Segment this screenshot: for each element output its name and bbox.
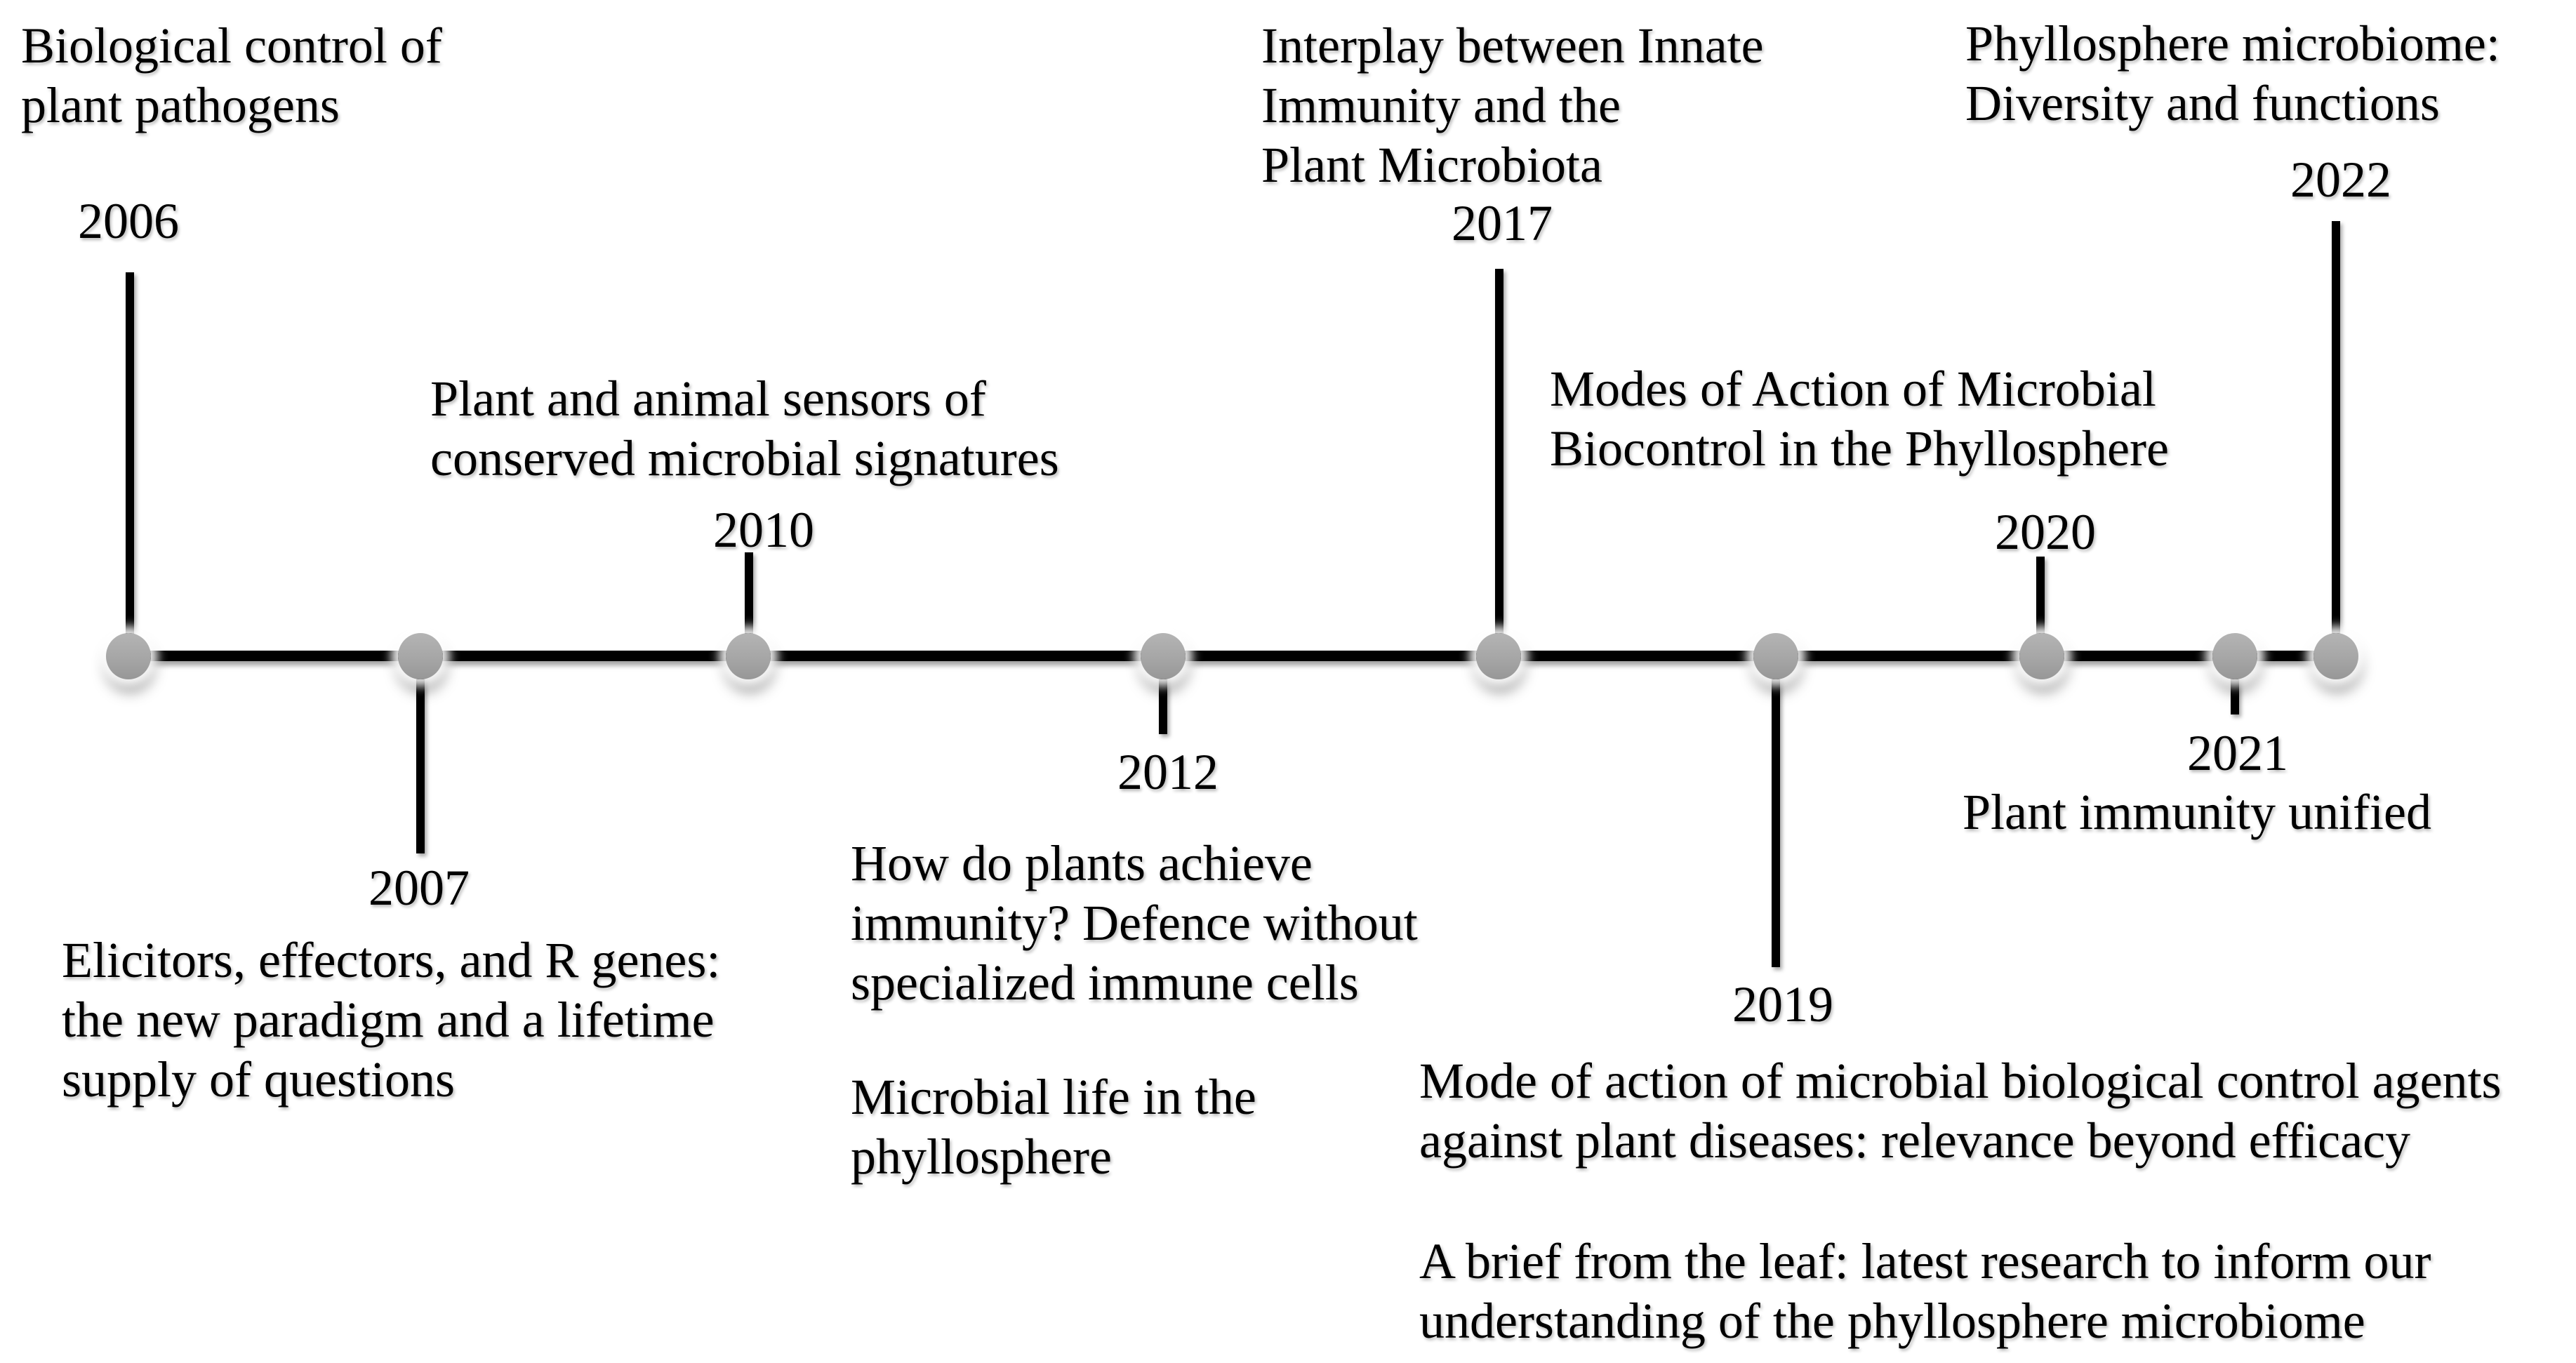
timeline-dot-2021	[2212, 633, 2257, 679]
timeline-connector-2010	[745, 552, 753, 660]
year-label-2012: 2012	[1117, 744, 1219, 800]
timeline-connector-2006	[126, 272, 134, 660]
event-title-2019: Mode of action of microbial biological c…	[1419, 1053, 2502, 1169]
timeline-dot-2020	[2019, 633, 2064, 679]
year-label-2006: 2006	[78, 193, 179, 249]
year-label-2021: 2021	[2187, 725, 2288, 781]
timeline-connector-2022	[2332, 221, 2340, 660]
timeline-dot-2017	[1476, 633, 1521, 679]
event-title-2020: Modes of Action of Microbial Biocontrol …	[1550, 361, 2169, 477]
event-title-2012: How do plants achieve immunity? Defence …	[851, 835, 1418, 1011]
timeline-dot-2012	[1141, 633, 1186, 679]
event-title-2019-secondary: A brief from the leaf: latest research t…	[1419, 1233, 2431, 1349]
timeline-dot-2006	[106, 633, 151, 679]
timeline-connector-2007	[416, 656, 425, 853]
event-title-2010: Plant and animal sensors of conserved mi…	[430, 371, 1059, 486]
year-label-2017: 2017	[1452, 195, 1553, 251]
event-title-2017: Interplay between Innate Immunity and th…	[1261, 18, 1764, 193]
event-title-2021: Plant immunity unified	[1963, 784, 2431, 840]
event-title-2012-secondary: Microbial life in the phyllosphere	[851, 1069, 1256, 1185]
timeline-connector-2019	[1772, 656, 1780, 967]
timeline-axis	[128, 651, 2337, 661]
year-label-2020: 2020	[1995, 504, 2096, 560]
year-label-2022: 2022	[2290, 152, 2391, 208]
timeline-dot-2007	[398, 633, 443, 679]
timeline-connector-2017	[1495, 269, 1503, 660]
event-title-2022: Phyllosphere microbiome: Diversity and f…	[1965, 15, 2500, 131]
year-label-2010: 2010	[713, 502, 814, 558]
event-title-2007: Elicitors, effectors, and R genes: the n…	[62, 932, 721, 1108]
timeline-dot-2022	[2313, 633, 2358, 679]
timeline-dot-2019	[1753, 633, 1798, 679]
timeline-dot-2010	[726, 633, 771, 679]
event-title-2006: Biological control of plant pathogens	[21, 18, 442, 133]
year-label-2007: 2007	[369, 860, 470, 916]
year-label-2019: 2019	[1732, 976, 1833, 1032]
